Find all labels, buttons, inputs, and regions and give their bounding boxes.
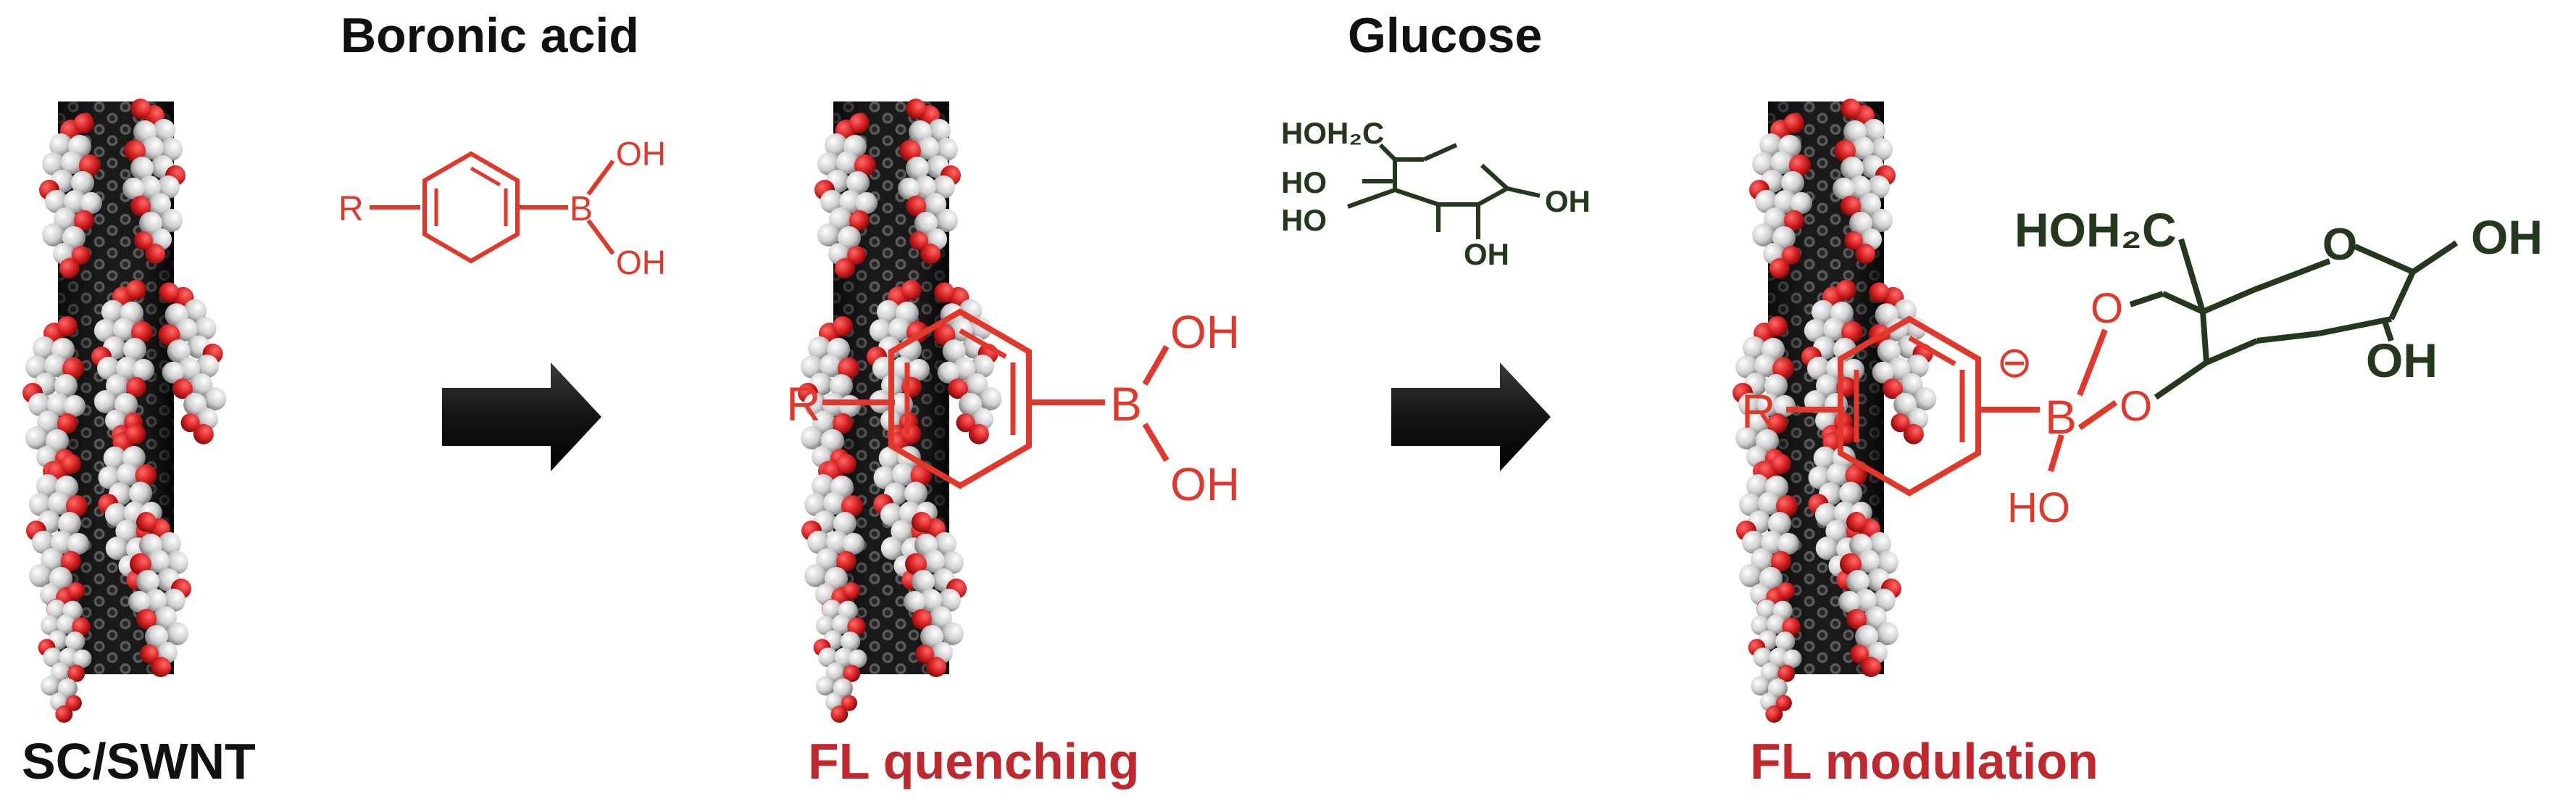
panel3-ch2oh: HOH₂C [2014,203,2177,257]
panel3-caption: FL modulation [1750,733,2098,790]
panel3-boronic-ester-structure [1786,315,2118,497]
panel3-boron: B [2045,390,2077,444]
glucose-oh-right: OH [1545,184,1591,218]
panel2-r-group: R [786,377,821,431]
panel3-negative-charge: ⊖ [1996,338,2033,386]
boronic-acid-structure [370,151,615,264]
reaction-arrow-1 [442,362,601,471]
panel2-oh-top: OH [1170,306,1240,358]
glucose-ho-upper: HO [1281,165,1327,199]
panel3-ring-o: O [2322,220,2357,270]
panel3-oh-right: OH [2471,210,2543,264]
panel2-oh-bottom: OH [1170,458,1240,510]
glucose-title: Glucose [1348,8,1543,63]
panel3-ester-o-upper: O [2091,285,2123,332]
boronic-oh-bottom: OH [616,244,666,281]
boronic-oh-top: OH [616,135,666,173]
glucose-oh-bottom: OH [1464,237,1509,271]
panel2-boronic-structure [822,308,1170,489]
panel3-oh-lower: OH [2366,334,2438,387]
boronic-boron: B [570,190,593,228]
panel3-ester-o-lower: O [2119,383,2152,430]
panel3-hydroxyl: HO [2007,484,2070,531]
glucose-ho-lower: HO [1281,203,1327,237]
boronic-r-group: R [338,190,364,228]
panel1-caption: SC/SWNT [22,733,256,790]
panel3-r-group: R [1741,384,1776,438]
reaction-arrow-2 [1391,362,1551,471]
boronic-acid-title: Boronic acid [341,8,639,63]
glucose-ch2oh: HOH₂C [1281,116,1384,150]
glucose-structure [1346,143,1541,239]
nanotube-panel-1 [22,99,235,723]
panel2-boron: B [1110,377,1142,431]
nanotube-panel-2 [798,99,1010,723]
panel2-caption: FL quenching [808,733,1140,790]
panel3-glucose-structure [2129,238,2459,400]
